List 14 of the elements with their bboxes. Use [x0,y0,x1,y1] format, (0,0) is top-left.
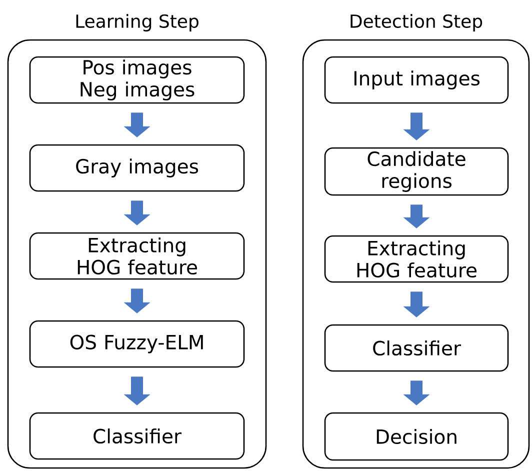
step-panel [302,39,530,469]
process-box: Gray images [29,144,245,192]
process-box: Classifier [29,412,245,460]
step-panel [7,39,267,469]
process-box: OS Fuzzy-ELM [29,320,245,368]
process-box: Input images [324,56,509,104]
process-box: Extracting HOG feature [324,235,509,283]
process-box: Candidate regions [324,147,509,196]
panel-title: Detection Step [350,14,482,32]
process-box: Classifier [324,324,509,372]
process-box: Decision [324,412,509,461]
process-box: Extracting HOG feature [29,232,245,280]
panel-title: Learning Step [76,14,198,32]
process-box: Pos images Neg images [29,56,245,104]
